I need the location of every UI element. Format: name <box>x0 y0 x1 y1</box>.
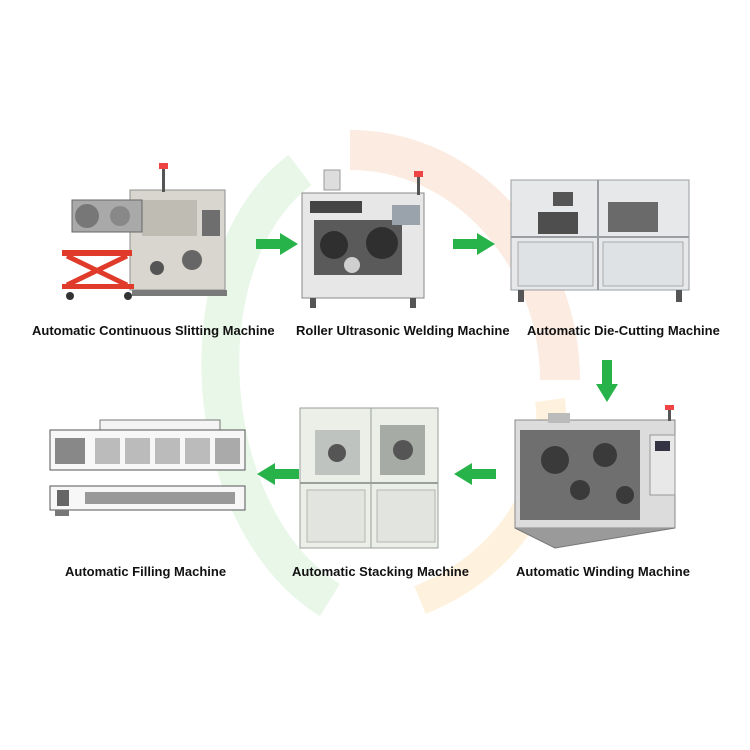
arrow-right-icon <box>256 233 298 255</box>
winding-machine-image <box>514 405 676 549</box>
step-label: Automatic Filling Machine <box>65 564 227 579</box>
arrow-down-icon <box>596 360 618 402</box>
filling-machine-image <box>49 419 246 516</box>
arrow-left-icon <box>454 463 496 485</box>
arrow-right-icon <box>453 233 495 255</box>
step-label: Automatic Continuous Slitting Machine <box>32 323 275 338</box>
step-label: Automatic Winding Machine <box>516 564 690 579</box>
step-label: Automatic Stacking Machine <box>292 564 469 579</box>
slitting-machine-image <box>62 163 227 300</box>
step-label: Roller Ultrasonic Welding Machine <box>296 323 510 338</box>
arrow-left-icon <box>257 463 299 485</box>
step-label: Automatic Die-Cutting Machine <box>527 323 720 338</box>
welding-machine-image <box>301 169 425 308</box>
stacking-machine-image <box>299 407 439 549</box>
die-cutting-machine-image <box>510 179 690 302</box>
